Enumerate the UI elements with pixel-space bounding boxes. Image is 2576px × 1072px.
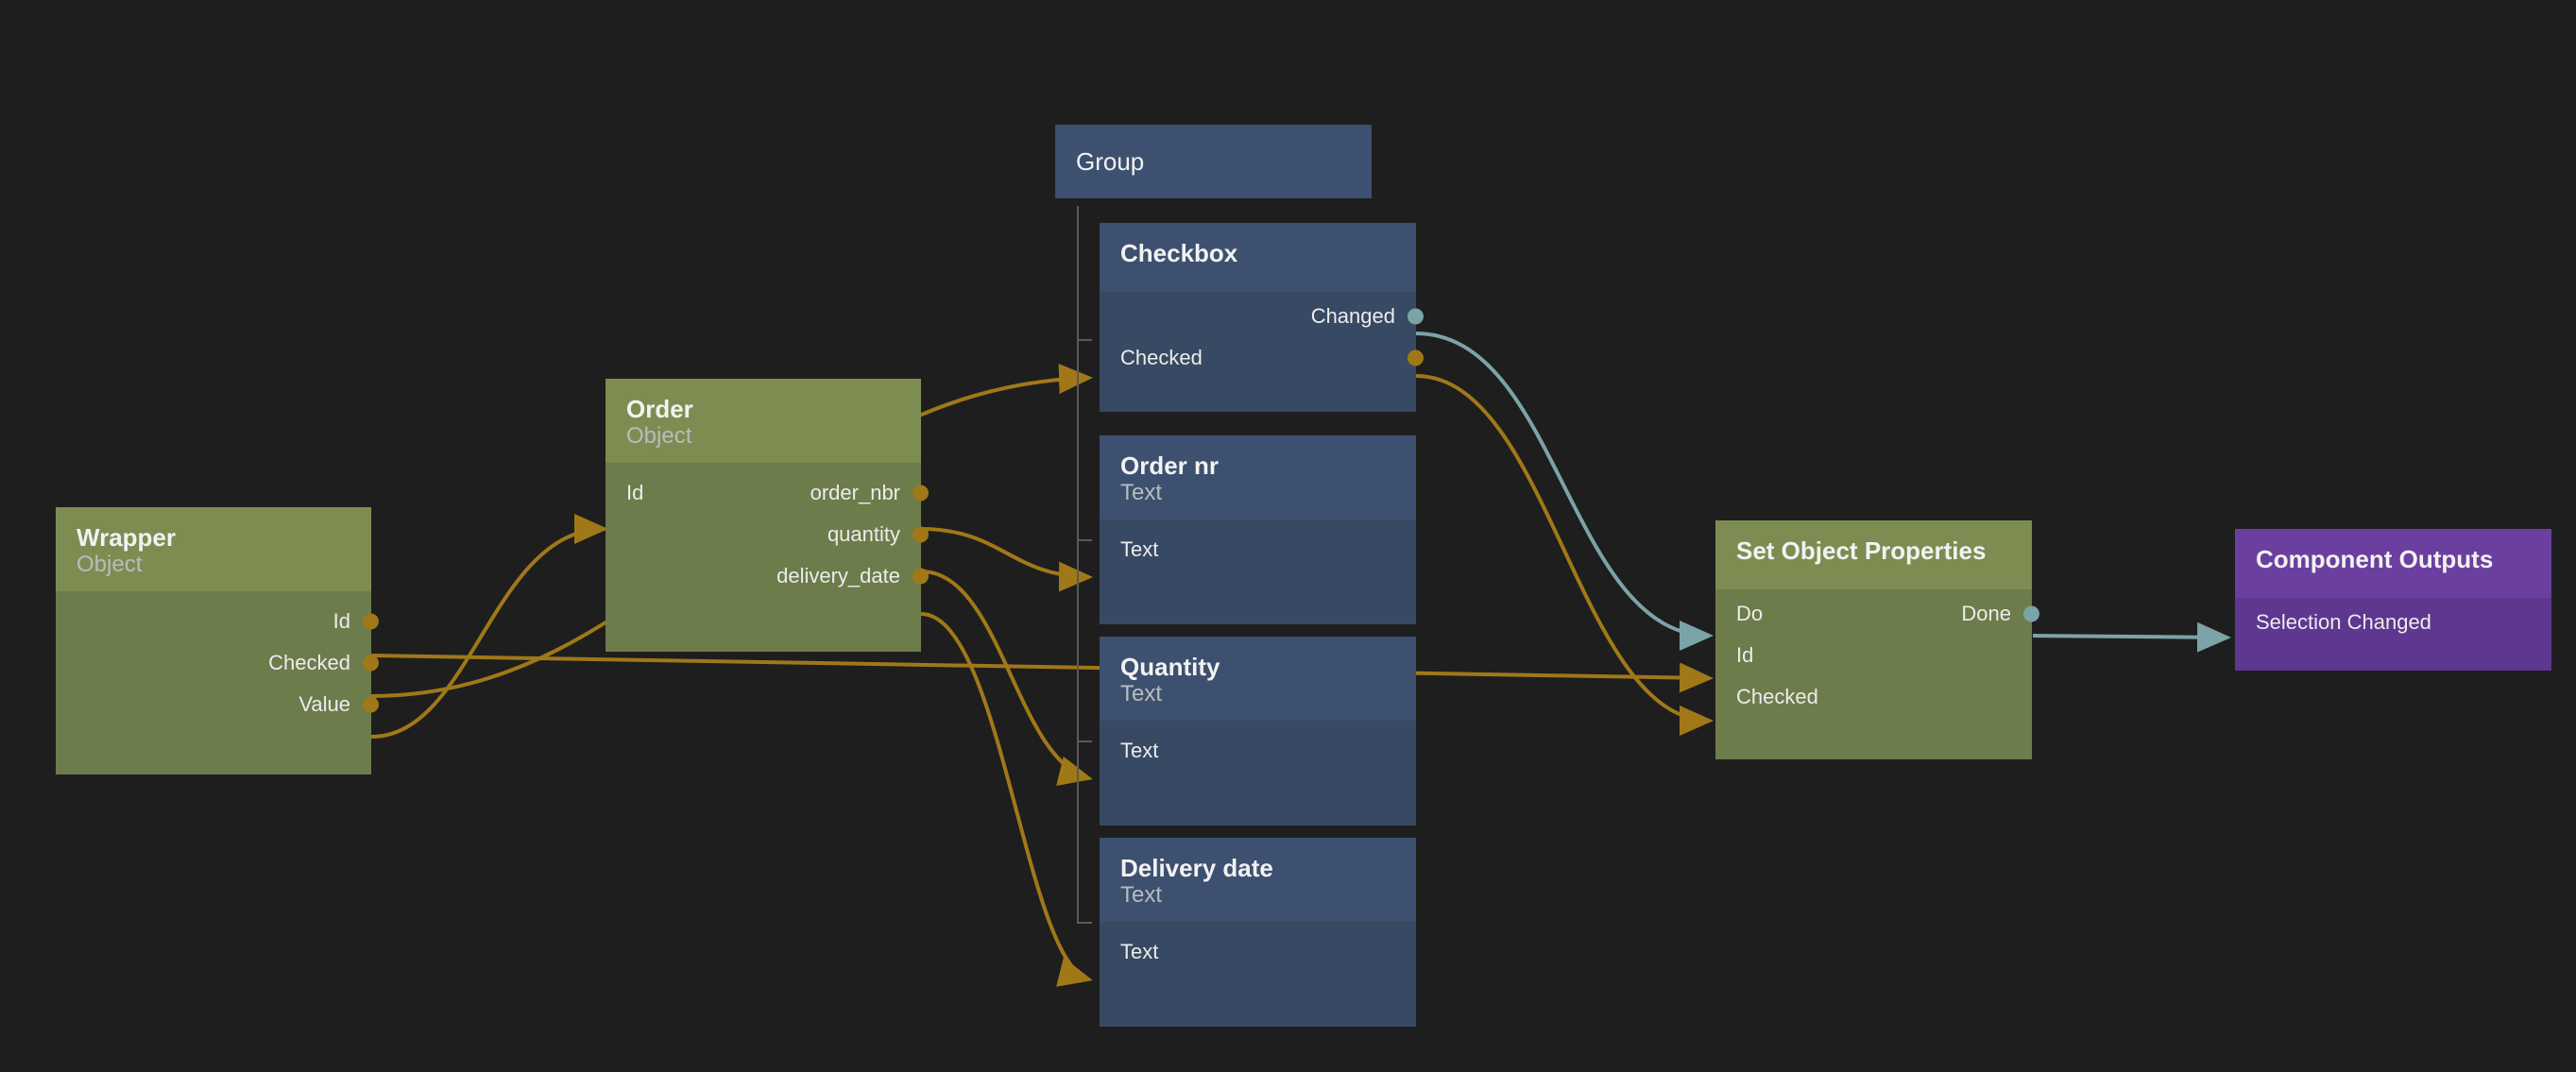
node-quantity-body: Text (1100, 720, 1416, 825)
edge-sop-done-to-component-outputs (2032, 621, 2231, 653)
port-label-sop-out-done: Done (1961, 602, 2011, 626)
group-tick-order-nr (1077, 539, 1092, 541)
node-wrapper-body: Id Checked Value (56, 590, 379, 774)
node-checkbox-body: Changed Checked (1100, 292, 1424, 412)
node-delivery-date-subtitle: Text (1120, 882, 1163, 909)
port-checkbox-out-changed[interactable]: Changed (1100, 296, 1424, 337)
port-dot-data[interactable] (913, 526, 929, 543)
port-label: Id (1736, 643, 1754, 668)
edge-checkbox-checked-to-sop-checked (1415, 374, 1714, 736)
port-delivery-date-in-text[interactable]: Text (1100, 931, 1416, 973)
group-header[interactable]: Group (1055, 125, 1372, 198)
port-label: Checked (1736, 685, 1818, 709)
port-label-sop-in-do: Do (1736, 602, 1764, 626)
group-tick-quantity (1077, 740, 1092, 742)
port-dot-data[interactable] (363, 613, 379, 630)
port-order-nr-in-text[interactable]: Text (1100, 529, 1416, 570)
edge-order-deliverydate-to-deliverydate-text (920, 612, 1093, 987)
port-label-order-out-order-nbr: order_nbr (810, 480, 900, 504)
node-checkbox[interactable]: Checkbox Changed Checked (1100, 223, 1424, 412)
port-label: quantity (827, 521, 900, 546)
port-sop-in-checked[interactable]: Checked (1715, 676, 2032, 718)
port-order-out-quantity[interactable]: quantity (606, 514, 929, 555)
edge-wrapper-value-to-order-id (370, 514, 608, 739)
port-order-row-id-ordernbr[interactable]: Id order_nbr (606, 472, 929, 514)
node-quantity-header: Quantity Text (1100, 637, 1416, 721)
port-label: Changed (1310, 304, 1395, 329)
node-wrapper-subtitle: Object (77, 552, 143, 578)
node-delivery-date[interactable]: Delivery date Text Text (1100, 838, 1416, 1027)
node-delivery-date-header: Delivery date Text (1100, 838, 1416, 922)
node-component-outputs-header: Component Outputs (2235, 529, 2551, 599)
node-order-nr-title: Order nr (1120, 451, 1220, 480)
port-sop-row-do-done[interactable]: Do Done (1715, 593, 2039, 635)
port-dot-signal[interactable] (1407, 308, 1424, 325)
node-wrapper[interactable]: Wrapper Object Id Checked Value (56, 507, 379, 774)
port-dot-data[interactable] (1407, 349, 1424, 366)
port-label: Text (1120, 939, 1159, 963)
edge-wrapper-id-to-sop-id (370, 654, 1714, 693)
node-component-outputs-title: Component Outputs (2256, 545, 2494, 573)
port-sop-in-id[interactable]: Id (1715, 635, 2032, 676)
node-order-header: Order Object (606, 379, 921, 463)
port-checkbox-in-checked[interactable]: Checked (1100, 337, 1424, 379)
port-label: Value (299, 691, 350, 716)
group-tick-checkbox (1077, 339, 1092, 341)
port-dot-data[interactable] (363, 655, 379, 672)
port-dot-signal[interactable] (2023, 605, 2039, 622)
node-order-nr-header: Order nr Text (1100, 435, 1416, 519)
port-dot-data[interactable] (363, 696, 379, 713)
node-wrapper-header: Wrapper Object (56, 507, 371, 591)
node-quantity-title: Quantity (1120, 653, 1220, 681)
port-label: Selection Changed (2256, 610, 2431, 635)
port-component-outputs-in-selection-changed[interactable]: Selection Changed (2235, 602, 2551, 643)
node-set-object-properties-title: Set Object Properties (1736, 536, 1987, 565)
group-rail (1077, 206, 1079, 924)
port-dot-data[interactable] (913, 568, 929, 585)
node-checkbox-header: Checkbox (1100, 223, 1416, 293)
port-quantity-in-text[interactable]: Text (1100, 730, 1416, 772)
node-order-body: Id order_nbr quantity delivery_date (606, 462, 929, 652)
port-wrapper-out-id[interactable]: Id (56, 601, 379, 642)
port-label: Checked (268, 650, 350, 674)
node-order-nr-body: Text (1100, 519, 1416, 624)
port-label: Id (333, 608, 350, 633)
node-delivery-date-title: Delivery date (1120, 854, 1273, 882)
node-order[interactable]: Order Object Id order_nbr quantity deliv… (606, 379, 929, 652)
node-order-subtitle: Object (626, 423, 692, 450)
port-label: Text (1120, 738, 1159, 762)
edge-checkbox-changed-to-sop-do (1415, 332, 1714, 651)
node-quantity[interactable]: Quantity Text Text (1100, 637, 1416, 825)
node-wrapper-title: Wrapper (77, 523, 176, 552)
node-order-nr[interactable]: Order nr Text Text (1100, 435, 1416, 624)
node-order-nr-subtitle: Text (1120, 480, 1163, 506)
node-delivery-date-body: Text (1100, 921, 1416, 1027)
node-checkbox-title: Checkbox (1120, 239, 1238, 267)
node-set-object-properties-body: Do Done Id Checked (1715, 589, 2039, 759)
port-label-order-in-id: Id (626, 480, 644, 504)
port-label: delivery_date (776, 563, 900, 587)
node-quantity-subtitle: Text (1120, 681, 1163, 707)
port-order-out-delivery-date[interactable]: delivery_date (606, 555, 929, 597)
edge-order-quantity-to-quantity-text (920, 570, 1093, 786)
port-label: Text (1120, 536, 1159, 561)
node-order-title: Order (626, 395, 693, 423)
group-tick-delivery-date (1077, 922, 1092, 924)
port-label: Checked (1120, 346, 1203, 370)
edge-order-ordernbr-to-ordernr-text (920, 527, 1093, 592)
port-wrapper-out-value[interactable]: Value (56, 684, 379, 725)
port-dot-data[interactable] (913, 485, 929, 502)
node-component-outputs[interactable]: Component Outputs Selection Changed (2235, 529, 2551, 671)
group-title: Group (1076, 147, 1145, 176)
node-set-object-properties[interactable]: Set Object Properties Do Done Id Checked (1715, 520, 2039, 759)
port-wrapper-out-checked[interactable]: Checked (56, 642, 379, 684)
node-set-object-properties-header: Set Object Properties (1715, 520, 2032, 590)
node-component-outputs-body: Selection Changed (2235, 598, 2551, 671)
